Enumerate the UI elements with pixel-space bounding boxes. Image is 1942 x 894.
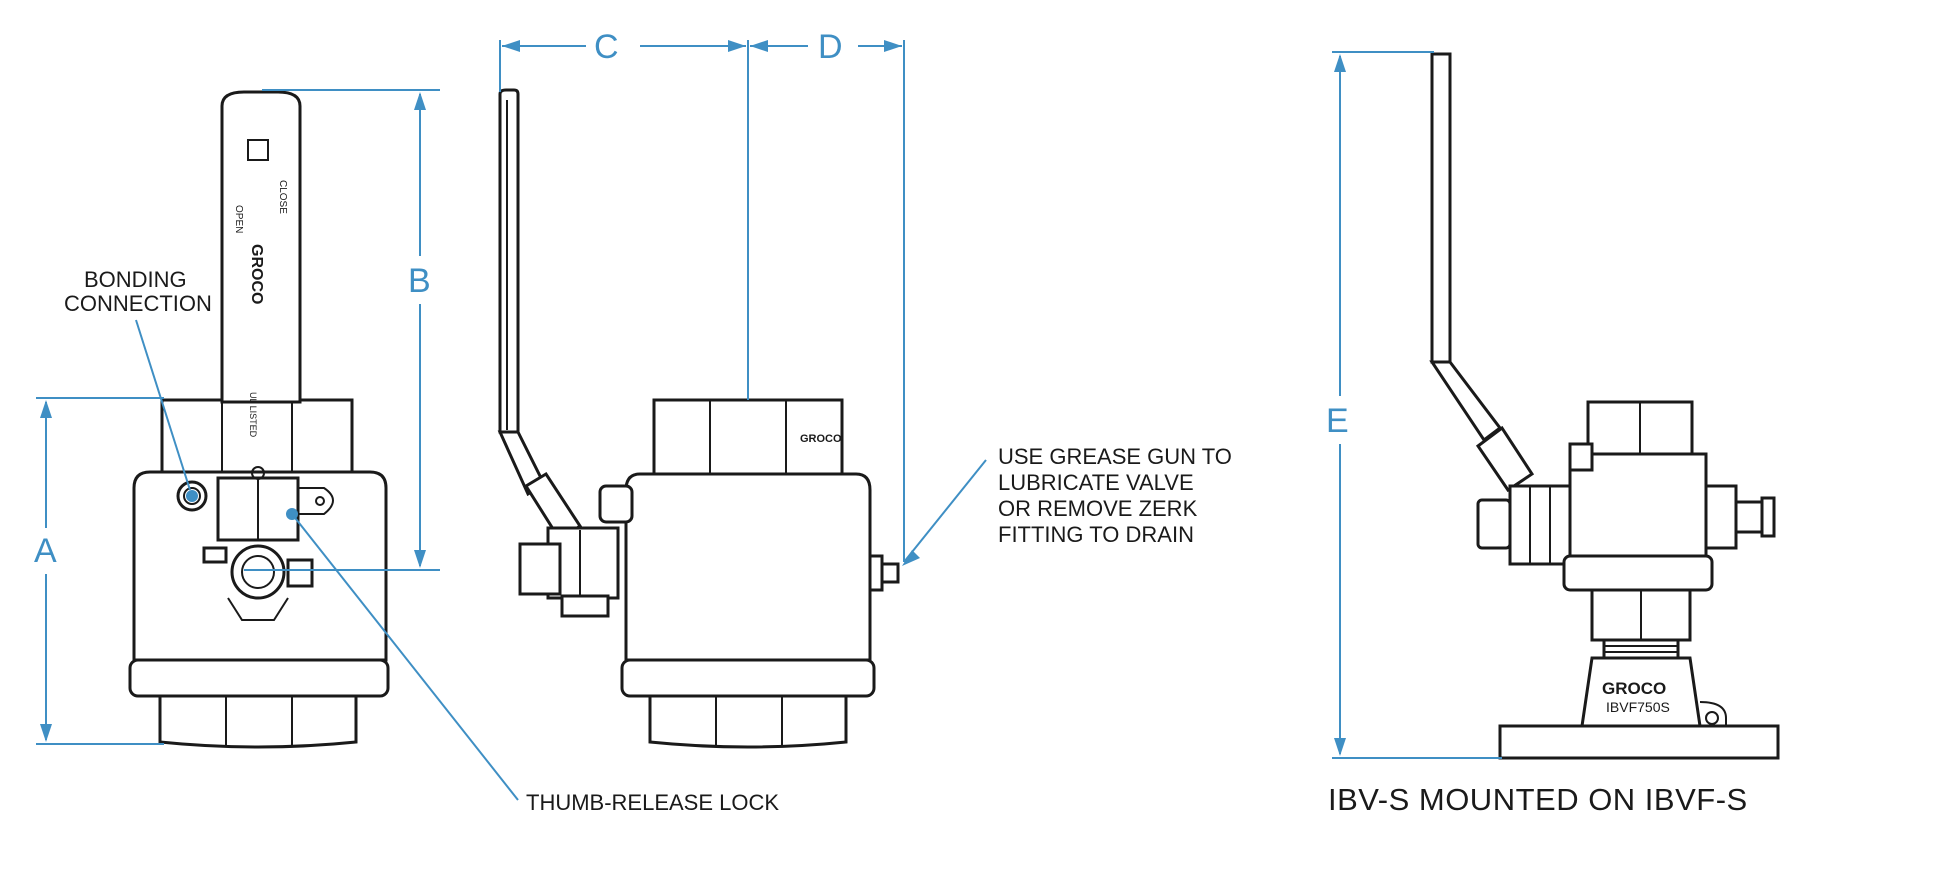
- side-view: GROCO: [497, 88, 900, 749]
- dimension-c-label: C: [594, 28, 619, 66]
- handle-brand-marking: GROCO: [248, 244, 265, 304]
- dimension-e-label: E: [1326, 402, 1349, 440]
- dimension-e: [1332, 51, 1502, 759]
- dimension-b: [244, 89, 440, 571]
- flange-model-label: IBVF750S: [1606, 699, 1670, 715]
- handle-listing-marking: UL LISTED: [248, 392, 258, 438]
- dimension-c-d: [499, 40, 905, 562]
- mounted-view-caption: IBV-S MOUNTED ON IBVF-S: [1328, 782, 1748, 817]
- bonding-connection-label-line2: CONNECTION: [64, 291, 212, 316]
- handle-open-marking: OPEN: [233, 205, 244, 233]
- callout-leaders-front: [135, 319, 519, 801]
- front-view: OPEN CLOSE GROCO UL LISTED: [128, 90, 390, 749]
- grease-note-line3: OR REMOVE ZERK: [998, 496, 1198, 521]
- dimension-a-label: A: [34, 532, 57, 570]
- flange-brand-label: GROCO: [1602, 679, 1666, 698]
- dimension-b-label: B: [408, 262, 431, 300]
- dimension-d-label: D: [818, 28, 843, 66]
- mounted-view: GROCO IBVF750S: [1429, 52, 1780, 760]
- handle-close-marking: CLOSE: [277, 180, 288, 214]
- dimension-a: [36, 397, 164, 745]
- grease-note-line1: USE GREASE GUN TO: [998, 444, 1232, 469]
- grease-note-line2: LUBRICATE VALVE: [998, 470, 1194, 495]
- bonding-connection-label-line1: BONDING: [84, 267, 187, 292]
- grease-callout-leader: [902, 459, 987, 566]
- thumb-release-lock-label: THUMB-RELEASE LOCK: [526, 790, 779, 815]
- grease-note-line4: FITTING TO DRAIN: [998, 522, 1194, 547]
- side-body-stamp: GROCO: [800, 433, 842, 445]
